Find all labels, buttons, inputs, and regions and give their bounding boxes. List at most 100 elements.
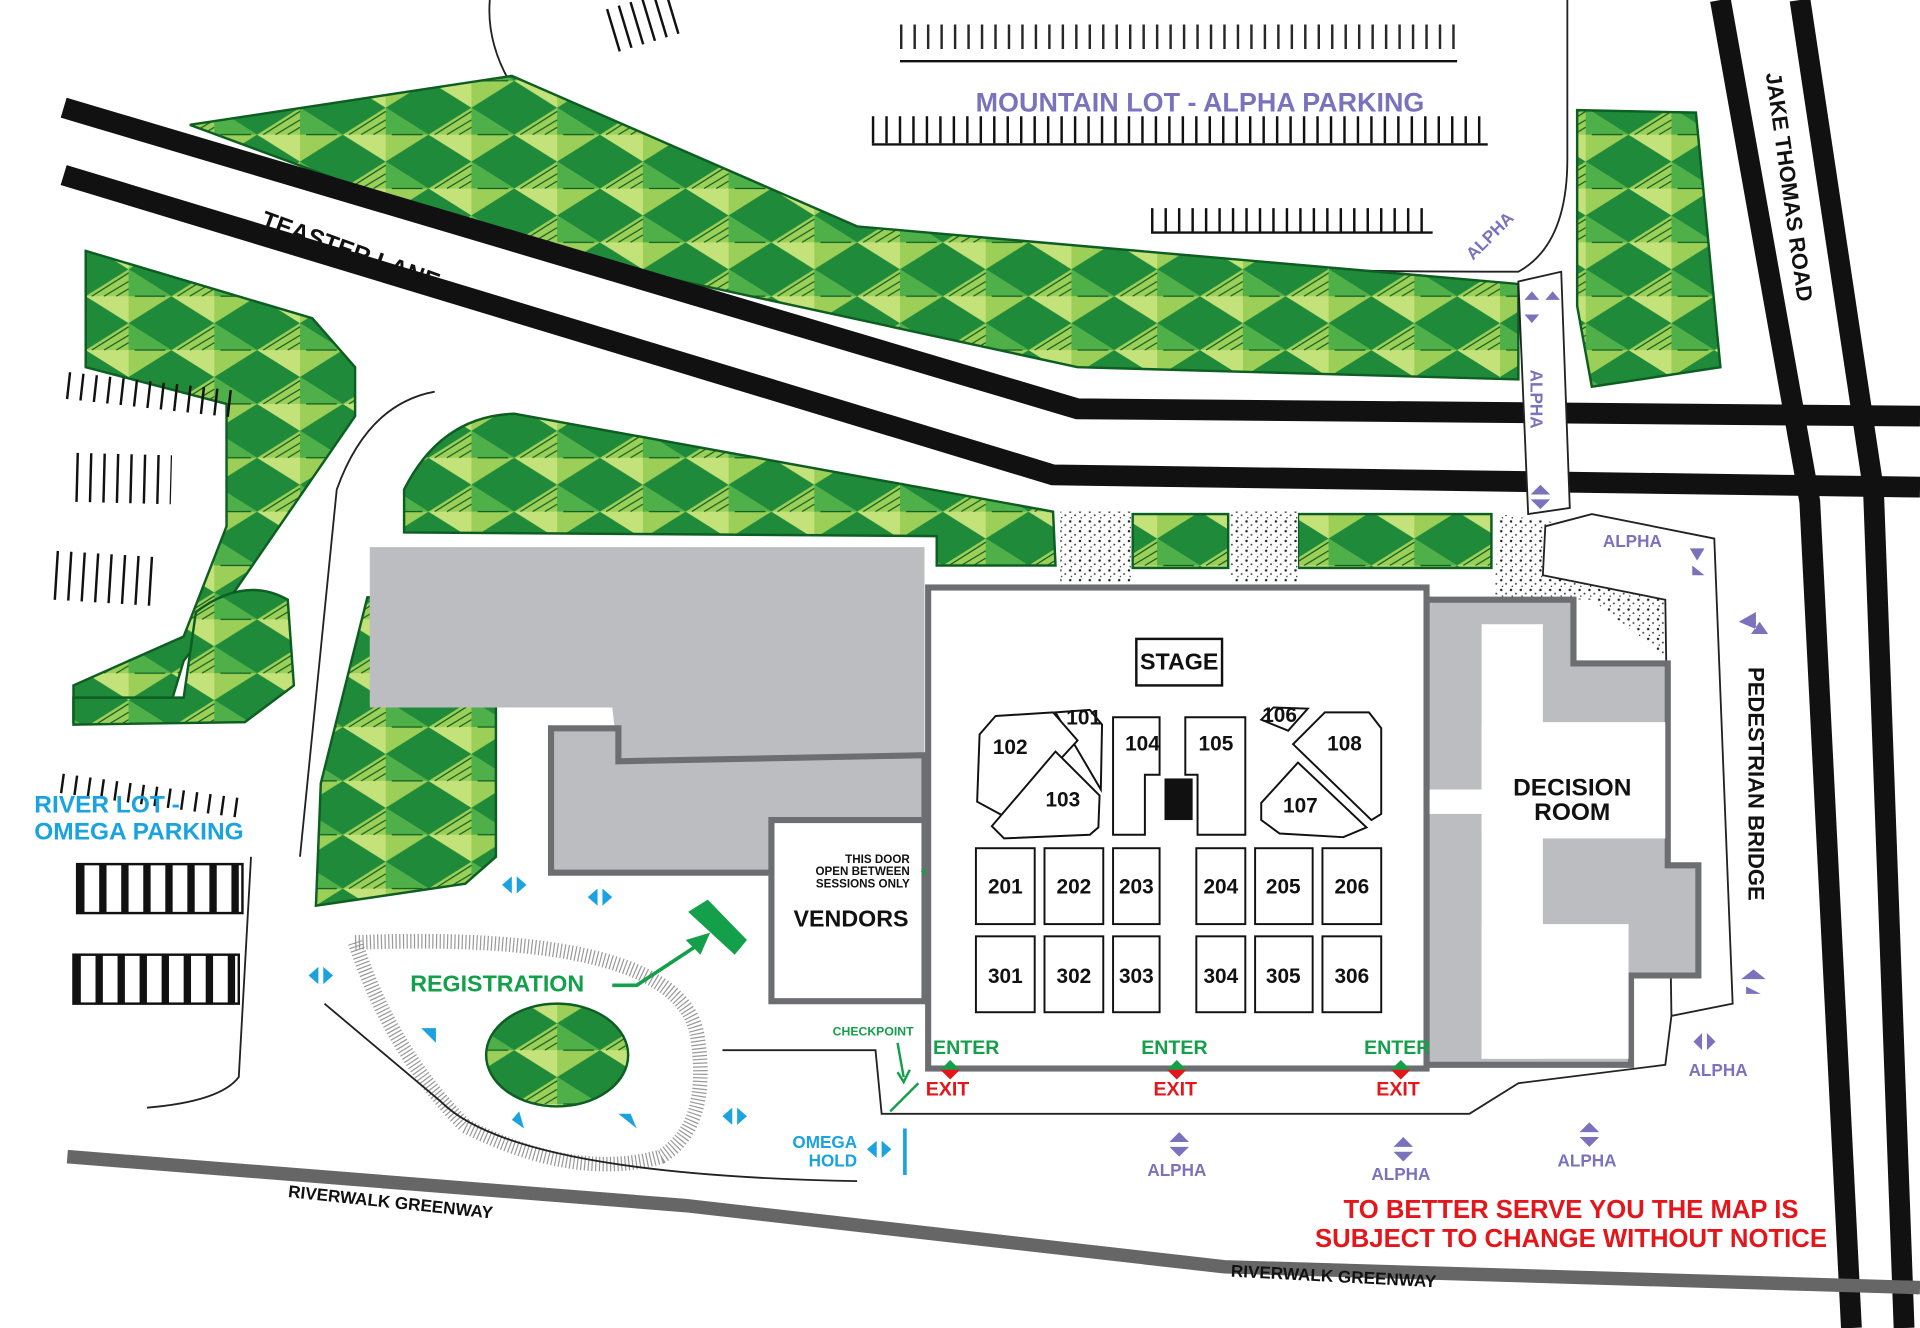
svg-text:104: 104 — [1125, 732, 1160, 755]
svg-text:205: 205 — [1266, 875, 1301, 898]
pedestrian-bridge-label: PEDESTRIAN BRIDGE — [1744, 667, 1769, 901]
alpha-markers — [1169, 291, 1769, 1162]
decision-room-label-2: ROOM — [1534, 799, 1610, 826]
hedge-northeast — [1575, 108, 1722, 389]
section-202[interactable] — [1043, 847, 1105, 926]
hedge-small-2 — [1296, 512, 1493, 570]
section-204[interactable] — [1195, 847, 1247, 926]
section-205[interactable] — [1254, 847, 1314, 926]
alpha-label-5: ALPHA — [1558, 1150, 1617, 1170]
svg-text:106: 106 — [1262, 704, 1297, 727]
hedge-roundabout — [484, 1002, 630, 1108]
entrance-1: ENTER EXIT — [926, 1037, 1000, 1101]
notice-line-1: TO BETTER SERVE YOU THE MAP IS — [1344, 1196, 1799, 1224]
registration-arrow-icon — [612, 943, 699, 988]
section-303[interactable] — [1112, 935, 1161, 1014]
section-106[interactable] — [1259, 706, 1310, 732]
svg-text:EXIT: EXIT — [926, 1078, 970, 1100]
registration-label: REGISTRATION — [410, 970, 584, 996]
svg-text:304: 304 — [1203, 965, 1238, 988]
west-drive — [146, 390, 858, 1183]
svg-text:302: 302 — [1057, 965, 1092, 988]
svg-text:ENTER: ENTER — [1364, 1037, 1430, 1059]
alpha-label-6: ALPHA — [1371, 1164, 1430, 1184]
river-lot-label-1: RIVER LOT - — [34, 792, 179, 819]
svg-text:102: 102 — [993, 736, 1028, 759]
checkpoint-label: CHECKPOINT — [833, 1024, 914, 1038]
svg-text:101: 101 — [1066, 707, 1101, 730]
building-east-hall — [1426, 789, 1488, 814]
hedge-west-small — [72, 588, 296, 726]
checkpoint-arrow-icon — [889, 1042, 920, 1113]
door-note-1: THIS DOOR — [845, 853, 910, 866]
entrance-3: ENTER EXIT — [1364, 1037, 1430, 1101]
stage-box — [1135, 637, 1224, 687]
svg-text:EXIT: EXIT — [1376, 1078, 1420, 1100]
sections-300: 301 302 303 304 305 306 — [974, 935, 1383, 1014]
svg-text:ENTER: ENTER — [1141, 1037, 1207, 1059]
jake-thomas-road-east — [1789, 0, 1915, 1328]
door-note-2: OPEN BETWEEN — [815, 865, 909, 878]
center-platform — [1164, 778, 1193, 821]
parking-stalls-mountain — [605, 0, 1488, 234]
section-107[interactable] — [1260, 761, 1369, 839]
section-103[interactable] — [990, 750, 1101, 840]
section-306[interactable] — [1321, 935, 1383, 1014]
vendors-label: VENDORS — [794, 906, 909, 932]
stage-label: STAGE — [1140, 649, 1218, 675]
teaster-lane-north — [60, 97, 1920, 427]
alpha-label-7: ALPHA — [1147, 1160, 1206, 1180]
vendors-room — [768, 816, 928, 1005]
section-108[interactable] — [1291, 711, 1383, 822]
section-104[interactable] — [1112, 716, 1161, 836]
svg-text:201: 201 — [988, 875, 1023, 898]
alpha-walkway — [1517, 270, 1734, 1018]
decision-room-label-1: DECISION — [1513, 775, 1631, 802]
svg-text:105: 105 — [1199, 732, 1234, 755]
door-note-3: SESSIONS ONLY — [816, 877, 910, 890]
sections-200: 201 202 203 204 205 206 — [974, 847, 1383, 926]
building-east-inner-3 — [1481, 924, 1629, 1059]
entrance-2: ENTER EXIT — [1141, 1037, 1207, 1101]
alpha-label-4: ALPHA — [1689, 1060, 1748, 1080]
building-west — [369, 547, 925, 759]
jake-thomas-road-west — [1710, 0, 1862, 1328]
teaster-lane-south — [60, 165, 1920, 498]
riverwalk-greenway-label-2: RIVERWALK GREENWAY — [1230, 1261, 1437, 1292]
alpha-label-3: ALPHA — [1603, 531, 1662, 551]
alpha-label-2: ALPHA — [1527, 370, 1547, 429]
section-302[interactable] — [1043, 935, 1105, 1014]
svg-text:103: 103 — [1046, 789, 1081, 812]
svg-text:301: 301 — [988, 965, 1023, 988]
omega-hold-label-2: HOLD — [809, 1150, 858, 1170]
sections-100: 101 102 103 104 105 106 107 108 — [976, 704, 1383, 840]
section-206[interactable] — [1321, 847, 1383, 926]
section-304[interactable] — [1195, 935, 1247, 1014]
svg-text:108: 108 — [1327, 732, 1362, 755]
svg-text:203: 203 — [1119, 875, 1154, 898]
registration-tent — [688, 899, 747, 955]
notice-line-2: SUBJECT TO CHANGE WITHOUT NOTICE — [1315, 1225, 1827, 1253]
svg-text:305: 305 — [1266, 965, 1301, 988]
arena-front-wall — [722, 1015, 1673, 1115]
svg-text:204: 204 — [1203, 875, 1238, 898]
omega-hold-label-1: OMEGA — [792, 1132, 857, 1152]
registration-arrow-head — [685, 932, 711, 955]
hedge-middle — [402, 412, 1057, 567]
section-301[interactable] — [974, 935, 1036, 1014]
building-east-inner-2 — [1481, 722, 1666, 839]
mountain-lot-label: MOUNTAIN LOT - ALPHA PARKING — [976, 87, 1425, 117]
svg-text:306: 306 — [1334, 965, 1369, 988]
svg-text:206: 206 — [1334, 875, 1369, 898]
section-203[interactable] — [1112, 847, 1161, 926]
riverwalk-greenway-path — [66, 1149, 1920, 1295]
hedge-small-1 — [1131, 512, 1230, 570]
section-305[interactable] — [1254, 935, 1314, 1014]
alpha-label-1: ALPHA — [1462, 208, 1518, 264]
omega-direction-icons — [308, 876, 892, 1158]
section-201[interactable] — [974, 847, 1036, 926]
svg-text:ENTER: ENTER — [933, 1037, 999, 1059]
river-lot-label-2: OMEGA PARKING — [34, 819, 243, 846]
section-105[interactable] — [1184, 716, 1247, 836]
